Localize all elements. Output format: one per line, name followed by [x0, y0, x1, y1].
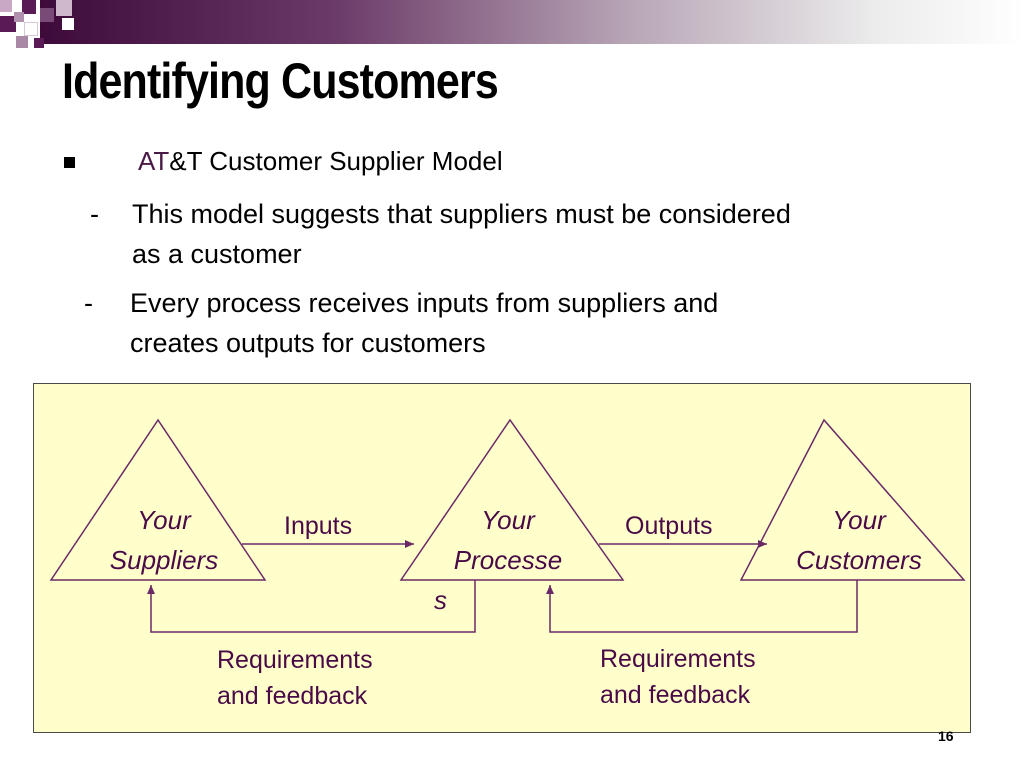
feedback-label-left: Requirements and feedback: [217, 642, 373, 714]
feedback-label-line: and feedback: [217, 682, 368, 710]
subpoint-line: Every process receives inputs from suppl…: [130, 288, 719, 318]
processes-label: Your Processe s: [428, 500, 588, 620]
suppliers-triangle: [49, 418, 267, 581]
subpoint-line: This model suggests that suppliers must …: [132, 199, 791, 229]
subpoint-line: as a customer: [132, 239, 302, 269]
inputs-label: Inputs: [284, 512, 353, 540]
node-label-line: Your: [137, 505, 191, 535]
node-label-line: Your: [832, 505, 886, 535]
feedback-arrow-suppliers: [147, 580, 476, 633]
bullet-marker: [64, 157, 75, 168]
feedback-label-line: Requirements: [600, 645, 756, 673]
customers-triangle: [739, 418, 966, 581]
suppliers-label: Your Suppliers: [79, 500, 249, 580]
page-number: 16: [938, 728, 954, 744]
node-label-line: Suppliers: [109, 545, 219, 575]
bullet-at-prefix: AT: [138, 146, 170, 176]
outputs-label: Outputs: [625, 512, 713, 540]
feedback-label-line: and feedback: [600, 681, 751, 709]
customer-supplier-diagram: Your Suppliers Your Processe s Your Cust…: [33, 383, 971, 733]
diagram-shapes: [49, 418, 966, 633]
processes-triangle: [399, 418, 625, 581]
subpoint-dash: -: [90, 199, 99, 229]
feedback-arrow-processes: [546, 580, 858, 633]
bullet-att-model: AT&T Customer Supplier Model: [138, 146, 503, 177]
bullet-text: &T Customer Supplier Model: [169, 146, 503, 176]
feedback-label-line: Requirements: [217, 646, 373, 674]
slide-title: Identifying Customers: [62, 53, 499, 109]
customers-label: Your Customers: [769, 500, 949, 580]
node-label-line: Customers: [796, 545, 922, 575]
node-label-line: Processe: [453, 545, 563, 575]
subpoint-suppliers-as-customers: - This model suggests that suppliers mus…: [90, 194, 990, 274]
feedback-label-right: Requirements and feedback: [600, 641, 756, 713]
subpoint-line: creates outputs for customers: [130, 328, 486, 358]
title-bar-gradient: [40, 0, 1024, 44]
node-label-line: s: [434, 585, 447, 615]
node-label-line: Your: [481, 505, 535, 535]
subpoint-process-inputs-outputs: - Every process receives inputs from sup…: [84, 283, 984, 363]
subpoint-dash: -: [84, 288, 93, 318]
